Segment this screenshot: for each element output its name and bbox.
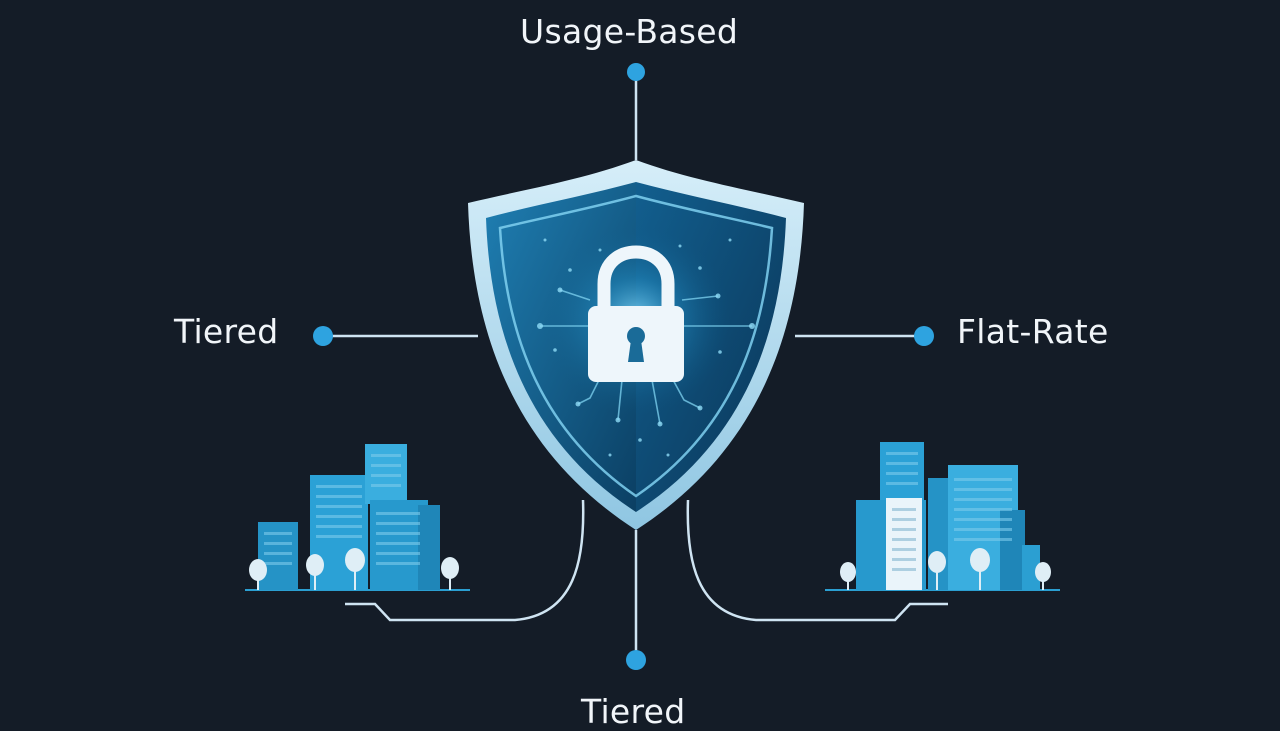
shield-lock-icon [468,160,804,530]
circuit-dots [537,238,755,457]
padlock-shackle [597,245,675,319]
connector-right-city [686,499,948,622]
label-tiered-bottom: Tiered [581,692,686,731]
connector-nodes [313,63,934,670]
node-top [627,63,645,81]
node-bottom [626,650,646,670]
connector-left-city [345,499,585,622]
shield-inner-stroke [498,194,774,498]
city-buildings-icon [245,444,470,591]
connector-lines [323,72,948,660]
padlock [588,245,684,382]
node-left [313,326,333,346]
padlock-keyhole-slot [628,340,644,362]
label-tiered-left: Tiered [174,312,279,351]
circuit-traces [540,289,752,425]
city-buildings-icon [825,442,1060,591]
node-right [914,326,934,346]
label-flat-rate: Flat-Rate [957,312,1109,351]
label-usage-based: Usage-Based [520,12,739,51]
